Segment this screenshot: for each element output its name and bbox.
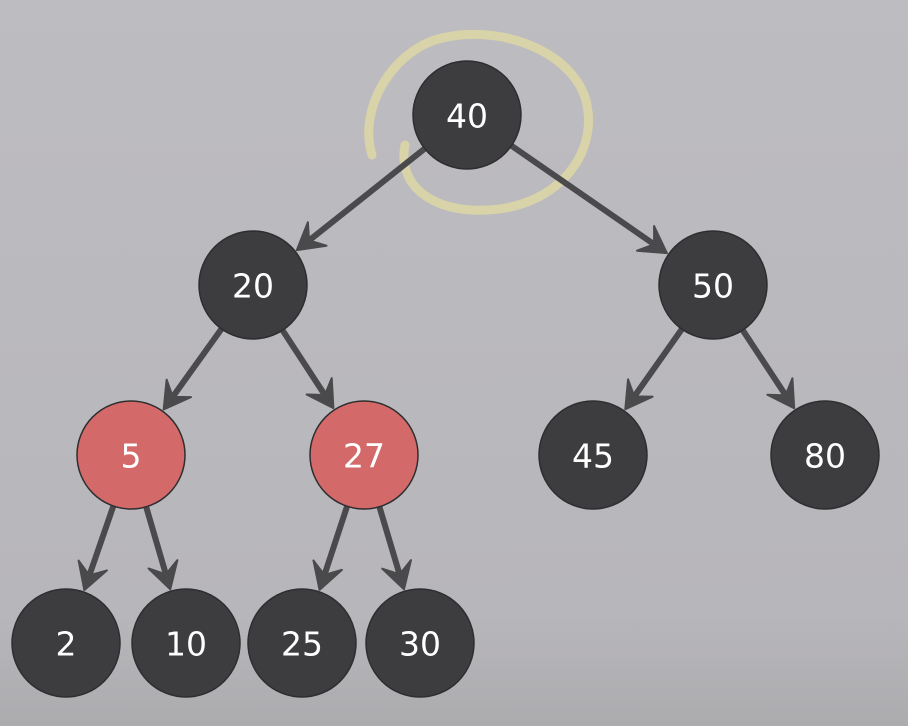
node-label: 50	[692, 267, 734, 306]
black-node-circle	[658, 230, 768, 340]
edge-line	[506, 141, 658, 248]
tree-node-5: 5	[76, 400, 186, 510]
edge-line	[278, 325, 328, 399]
edge-n27-n25	[312, 501, 351, 591]
arrowhead-icon	[295, 221, 328, 252]
arrowhead-icon	[636, 225, 668, 255]
edge-line	[375, 501, 403, 578]
arrowhead-icon	[381, 559, 412, 591]
edge-n50-n80	[738, 325, 796, 410]
tree-node-25: 25	[247, 588, 357, 698]
black-node-circle	[131, 588, 241, 698]
tree-node-30: 30	[365, 588, 475, 698]
edge-line	[321, 501, 351, 579]
black-node-circle	[365, 588, 475, 698]
node-label: 10	[165, 625, 207, 664]
node-label: 2	[56, 625, 77, 664]
tree-node-10: 10	[131, 588, 241, 698]
edge-line	[142, 501, 169, 578]
tree-node-80: 80	[770, 400, 880, 510]
arrowhead-icon	[312, 559, 343, 591]
edge-n40-n20	[295, 144, 430, 252]
node-label: 45	[572, 437, 614, 476]
edge-n5-n2	[77, 501, 118, 592]
black-node-circle	[198, 230, 308, 340]
black-node-circle	[247, 588, 357, 698]
node-label: 80	[804, 437, 846, 476]
edge-n20-n5	[162, 324, 226, 411]
node-label: 30	[399, 625, 441, 664]
edge-n5-n10	[142, 501, 179, 591]
arrowhead-icon	[162, 378, 192, 411]
edge-n40-n50	[506, 141, 668, 255]
tree-node-45: 45	[538, 400, 648, 510]
edge-n50-n45	[624, 324, 687, 411]
black-node-circle	[11, 588, 121, 698]
tree-node-20: 20	[198, 230, 308, 340]
edge-n20-n27	[278, 325, 335, 410]
edge-line	[631, 324, 687, 400]
node-label: 40	[446, 97, 488, 136]
tree-node-2: 2	[11, 588, 121, 698]
node-label: 25	[281, 625, 323, 664]
arrowhead-icon	[77, 559, 108, 592]
red-node-circle	[76, 400, 186, 510]
highlight-circle-annotation	[364, 29, 593, 215]
red-node-circle	[309, 400, 419, 510]
edge-line	[306, 144, 430, 244]
black-node-circle	[538, 400, 648, 510]
node-label: 5	[121, 437, 142, 476]
black-node-circle	[770, 400, 880, 510]
black-node-circle	[412, 60, 522, 170]
arrowhead-icon	[147, 559, 179, 591]
arrowhead-icon	[624, 378, 654, 411]
tree-node-50: 50	[658, 230, 768, 340]
edge-line	[738, 325, 789, 399]
tree-node-40: 40	[412, 60, 522, 170]
edge-line	[86, 501, 118, 579]
arrowhead-icon	[766, 377, 796, 410]
node-label: 20	[232, 267, 274, 306]
node-label: 27	[343, 437, 385, 476]
tree-node-27: 27	[309, 400, 419, 510]
edge-n27-n30	[375, 501, 412, 591]
arrowhead-icon	[305, 377, 335, 410]
edge-line	[169, 324, 226, 400]
